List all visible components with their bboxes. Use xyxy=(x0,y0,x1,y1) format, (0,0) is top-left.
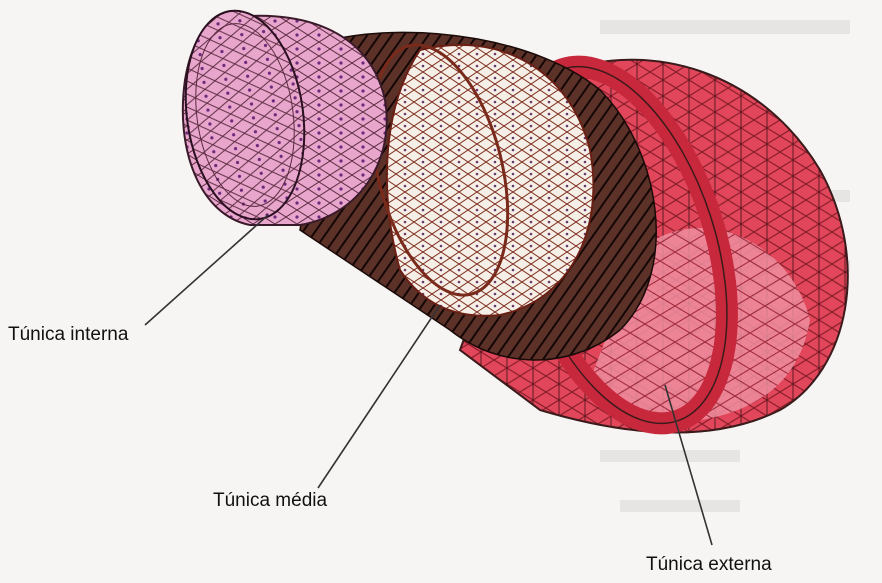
leader-line-media xyxy=(318,305,440,488)
label-tunica-externa: Túnica externa xyxy=(646,554,772,576)
leader-line-interna xyxy=(145,215,268,325)
label-tunica-media: Túnica média xyxy=(213,490,327,512)
label-tunica-interna: Túnica interna xyxy=(8,324,128,346)
